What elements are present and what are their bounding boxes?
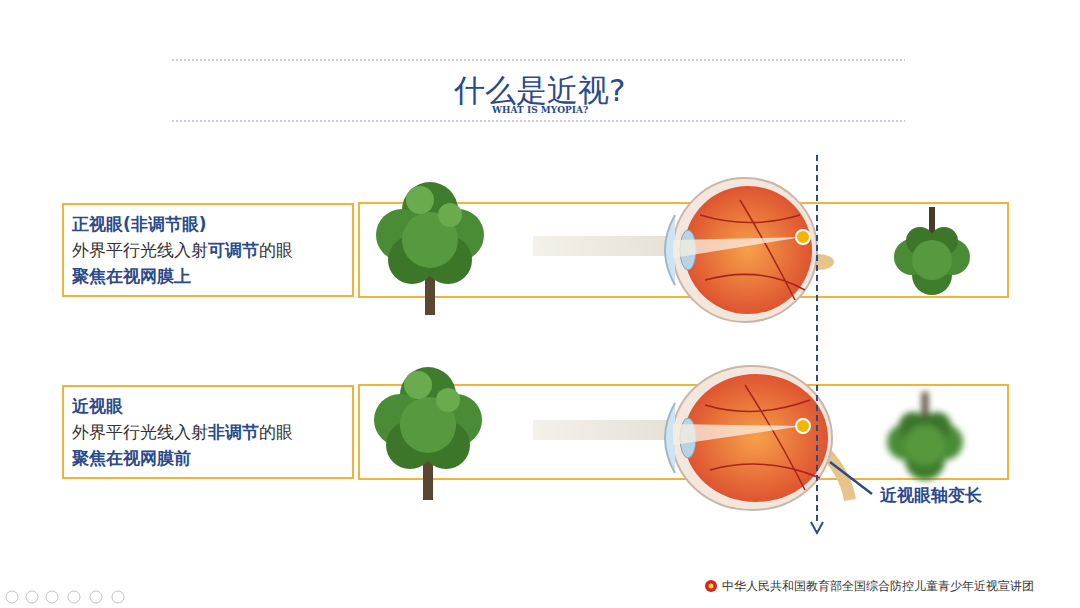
retina-line [816, 155, 818, 525]
body-line: 外界平行光线入射非调节的眼 [72, 419, 344, 445]
eye [665, 178, 834, 322]
emphasis-text: 非调节 [208, 422, 259, 442]
emphasis-text: 可调节 [208, 240, 259, 260]
rule [172, 121, 905, 122]
footer-note: 中华人民共和国教育部全国综合防控儿童青少年近视宣讲团 [722, 578, 1034, 595]
light-beam [533, 420, 673, 440]
text-box: 近视眼外界平行光线入射非调节的眼聚焦在视网膜前 [62, 385, 354, 479]
box-heading: 正视眼(非调节眼) [72, 211, 344, 237]
tree [374, 367, 482, 500]
eye [665, 366, 850, 510]
emblem [705, 580, 717, 592]
subtitle: WHAT IS MYOPIA? [492, 105, 588, 115]
callout-label: 近视眼轴变长 [880, 484, 982, 507]
blurred-image [887, 392, 963, 480]
image-tree [894, 207, 970, 295]
body-text: 外界平行光线入射 [72, 240, 208, 260]
body-text: 的眼 [259, 240, 293, 260]
light-beam [533, 236, 673, 256]
emblem [709, 584, 714, 589]
emphasis-line: 聚焦在视网膜前 [72, 445, 344, 471]
arrowhead [811, 522, 823, 533]
body-line: 外界平行光线入射可调节的眼 [72, 237, 344, 263]
body-text: 的眼 [259, 422, 293, 442]
body-text: 外界平行光线入射 [72, 422, 208, 442]
leader-line [830, 462, 872, 494]
player-controls [6, 591, 124, 603]
rule [172, 60, 905, 61]
box-heading: 近视眼 [72, 393, 344, 419]
emphasis-line: 聚焦在视网膜上 [72, 263, 344, 289]
text-box: 正视眼(非调节眼)外界平行光线入射可调节的眼聚焦在视网膜上 [62, 203, 354, 297]
tree [376, 182, 484, 315]
